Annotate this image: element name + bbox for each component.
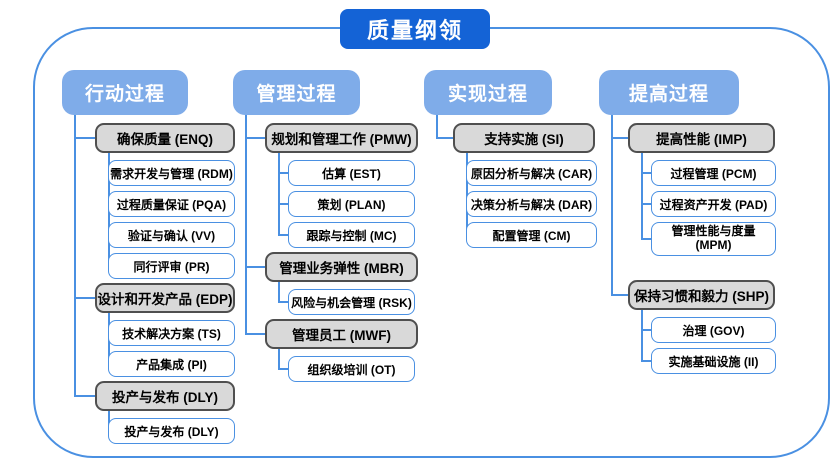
group-box: 管理业务弹性 (MBR) (265, 252, 418, 282)
connector-line (278, 234, 288, 236)
connector-line (641, 172, 651, 174)
connector-line (641, 203, 651, 205)
connector-line (641, 329, 651, 331)
connector-line (245, 333, 265, 335)
connector-line (278, 301, 288, 303)
group-box: 设计和开发产品 (EDP) (95, 283, 235, 313)
diagram-title: 质量纲领 (340, 9, 490, 49)
group-box: 确保质量 (ENQ) (95, 123, 235, 153)
connector-line (245, 137, 265, 139)
column-header-management-process: 管理过程 (233, 70, 360, 115)
connector-line (278, 203, 288, 205)
column-header-improvement-process: 提高过程 (599, 70, 739, 115)
item-box: 过程管理 (PCM) (651, 160, 776, 186)
connector-line (436, 115, 438, 138)
connector-line (278, 368, 288, 370)
item-box: 跟踪与控制 (MC) (288, 222, 415, 248)
connector-line (278, 172, 288, 174)
item-box: 过程质量保证 (PQA) (108, 191, 235, 217)
column-header-realization-process: 实现过程 (424, 70, 552, 115)
item-box: 同行评审 (PR) (108, 253, 235, 279)
group-box: 保持习惯和毅力 (SHP) (628, 280, 775, 310)
connector-line (74, 137, 95, 139)
item-box: 过程资产开发 (PAD) (651, 191, 776, 217)
column-header-action-process: 行动过程 (62, 70, 188, 115)
group-box: 管理员工 (MWF) (265, 319, 418, 349)
connector-line (278, 349, 280, 369)
group-box: 规划和管理工作 (PMW) (265, 123, 418, 153)
item-box: 治理 (GOV) (651, 317, 776, 343)
connector-line (641, 360, 651, 362)
connector-line (611, 115, 613, 295)
item-box: 组织级培训 (OT) (288, 356, 415, 382)
group-box: 支持实施 (SI) (453, 123, 595, 153)
item-box: 估算 (EST) (288, 160, 415, 186)
connector-line (278, 153, 280, 235)
item-box: 策划 (PLAN) (288, 191, 415, 217)
item-box: 需求开发与管理 (RDM) (108, 160, 235, 186)
item-box: 验证与确认 (VV) (108, 222, 235, 248)
item-box: 技术解决方案 (TS) (108, 320, 235, 346)
connector-line (245, 266, 265, 268)
group-box: 提高性能 (IMP) (628, 123, 775, 153)
connector-line (611, 294, 628, 296)
connector-line (436, 137, 453, 139)
connector-line (74, 297, 95, 299)
item-box: 管理性能与度量 (MPM) (651, 222, 776, 256)
connector-line (278, 282, 280, 302)
item-box: 投产与发布 (DLY) (108, 418, 235, 444)
connector-line (245, 115, 247, 334)
connector-line (641, 310, 643, 361)
item-box: 原因分析与解决 (CAR) (466, 160, 597, 186)
connector-line (641, 153, 643, 239)
connector-line (74, 115, 76, 396)
item-box: 实施基础设施 (II) (651, 348, 776, 374)
connector-line (74, 395, 95, 397)
item-box: 配置管理 (CM) (466, 222, 597, 248)
item-box: 风险与机会管理 (RSK) (288, 289, 415, 315)
item-box: 产品集成 (PI) (108, 351, 235, 377)
connector-line (641, 238, 651, 240)
item-box: 决策分析与解决 (DAR) (466, 191, 597, 217)
group-box: 投产与发布 (DLY) (95, 381, 235, 411)
connector-line (611, 137, 628, 139)
